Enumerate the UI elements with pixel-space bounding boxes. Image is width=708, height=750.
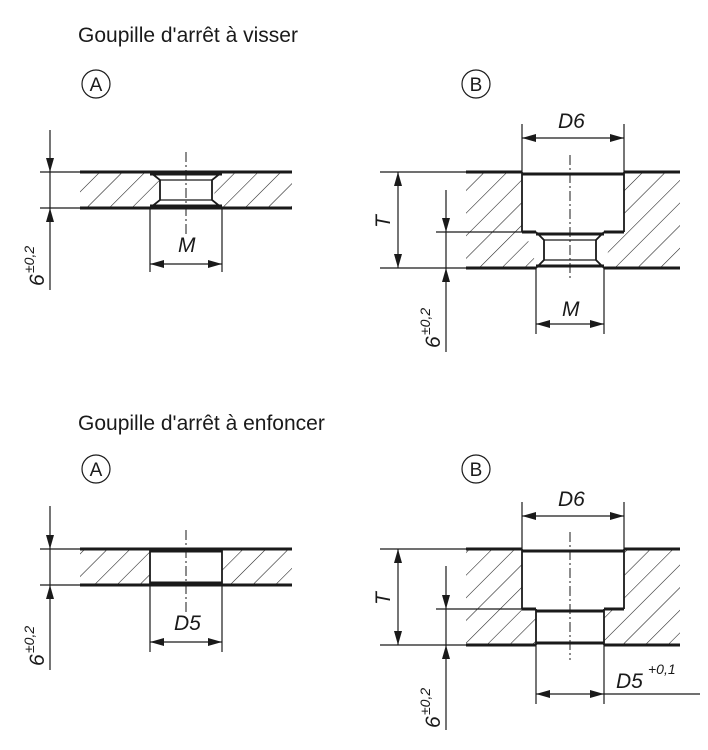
b-press-depth-label: 6 ±0,2 bbox=[417, 688, 445, 728]
b-screw-diameter-label: D6 bbox=[558, 110, 585, 133]
a-press-bore-label: D5 bbox=[174, 612, 201, 635]
b-press-bore-label: D5 bbox=[616, 670, 643, 693]
svg-text:6: 6 bbox=[26, 654, 49, 666]
variant-b-badge-screw: B bbox=[461, 69, 491, 99]
a-press-depth-label: 6 ±0,2 bbox=[21, 626, 49, 666]
svg-text:T: T bbox=[372, 590, 395, 605]
svg-text:6: 6 bbox=[422, 336, 445, 348]
svg-text:6: 6 bbox=[422, 716, 445, 728]
svg-text:±0,2: ±0,2 bbox=[21, 246, 37, 273]
b-screw-bore-label: M bbox=[562, 298, 580, 321]
svg-text:±0,2: ±0,2 bbox=[417, 688, 433, 715]
section-view-a-screw bbox=[40, 130, 292, 290]
section-view-b-press bbox=[380, 502, 700, 730]
variant-a-badge-press: A bbox=[81, 454, 111, 484]
variant-a-label: A bbox=[90, 75, 103, 96]
variant-a-badge-screw: A bbox=[81, 69, 111, 99]
section-view-b-screw bbox=[380, 124, 680, 352]
variant-a-label: A bbox=[90, 460, 103, 481]
b-screw-depth-label: 6 ±0,2 bbox=[417, 308, 445, 348]
svg-text:±0,2: ±0,2 bbox=[21, 626, 37, 653]
svg-text:T: T bbox=[372, 213, 395, 228]
section-view-a-press bbox=[40, 506, 292, 670]
b-press-diameter-label: D6 bbox=[558, 488, 585, 511]
b-screw-t-label: T bbox=[372, 213, 395, 228]
b-press-bore-tolerance: +0,1 bbox=[648, 661, 676, 677]
a-screw-depth-label: 6 ±0,2 bbox=[21, 246, 49, 286]
b-press-t-label: T bbox=[372, 590, 395, 605]
variant-b-label: B bbox=[470, 460, 483, 481]
a-screw-bore-label: M bbox=[178, 234, 196, 257]
section-heading-press: Goupille d'arrêt à enfoncer bbox=[78, 412, 325, 435]
svg-text:±0,2: ±0,2 bbox=[417, 308, 433, 335]
variant-b-label: B bbox=[470, 75, 483, 96]
variant-b-badge-press: B bbox=[461, 454, 491, 484]
section-heading-screw: Goupille d'arrêt à visser bbox=[78, 24, 298, 47]
svg-text:6: 6 bbox=[26, 274, 49, 286]
